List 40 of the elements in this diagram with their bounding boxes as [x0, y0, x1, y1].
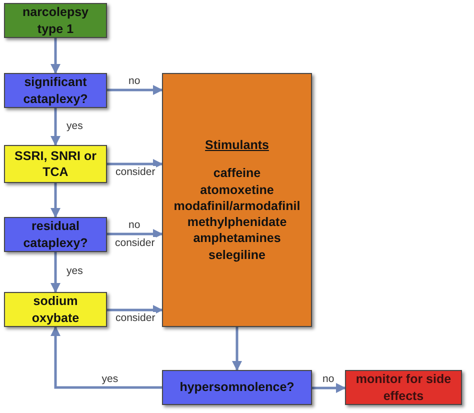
edge-label: consider — [114, 166, 156, 178]
arrow — [50, 108, 60, 146]
node-text: significant cataplexy? — [22, 74, 89, 107]
end-box — [345, 370, 462, 405]
edge-label: consider — [114, 312, 156, 324]
edge-label: yes — [66, 265, 84, 277]
stimulants-box — [162, 73, 312, 327]
drug-name: selegiline — [208, 246, 266, 263]
node-text: residual cataplexy? — [22, 218, 89, 251]
drug-name: modafinil/armodafinil — [174, 198, 300, 214]
node-text: monitor for side effects — [354, 371, 452, 404]
drug-name: caffeine — [213, 165, 261, 182]
drug-name: atomoxetine — [200, 182, 274, 198]
start-box — [4, 3, 107, 38]
arrow — [50, 38, 60, 74]
decision-box — [4, 217, 107, 252]
decision-box — [4, 73, 107, 108]
arrow — [50, 326, 162, 389]
arrow — [107, 229, 163, 239]
edge-label: no — [128, 219, 142, 231]
arrow — [107, 159, 163, 169]
arrow — [312, 383, 346, 393]
treatment-box — [4, 292, 107, 327]
drug-name: amphetamines — [193, 230, 281, 247]
edge-label: no — [322, 373, 336, 385]
treatment-box — [4, 145, 107, 183]
arrow — [50, 252, 60, 293]
heading: Stimulants — [205, 137, 269, 154]
decision-box — [162, 370, 312, 405]
note-label: consider — [114, 237, 156, 249]
arrow — [50, 183, 60, 218]
arrow — [107, 305, 163, 315]
node-text: narcolepsy type 1 — [21, 4, 90, 37]
arrow — [107, 85, 163, 95]
node-text: sodium oxybate — [30, 293, 80, 326]
node-text: hypersomnolence? — [178, 379, 296, 396]
arrow — [232, 327, 242, 371]
node-text: SSRI, SNRI or TCA — [14, 148, 98, 180]
drug-name: methylphenidate — [187, 214, 287, 230]
edge-label: no — [128, 75, 142, 87]
